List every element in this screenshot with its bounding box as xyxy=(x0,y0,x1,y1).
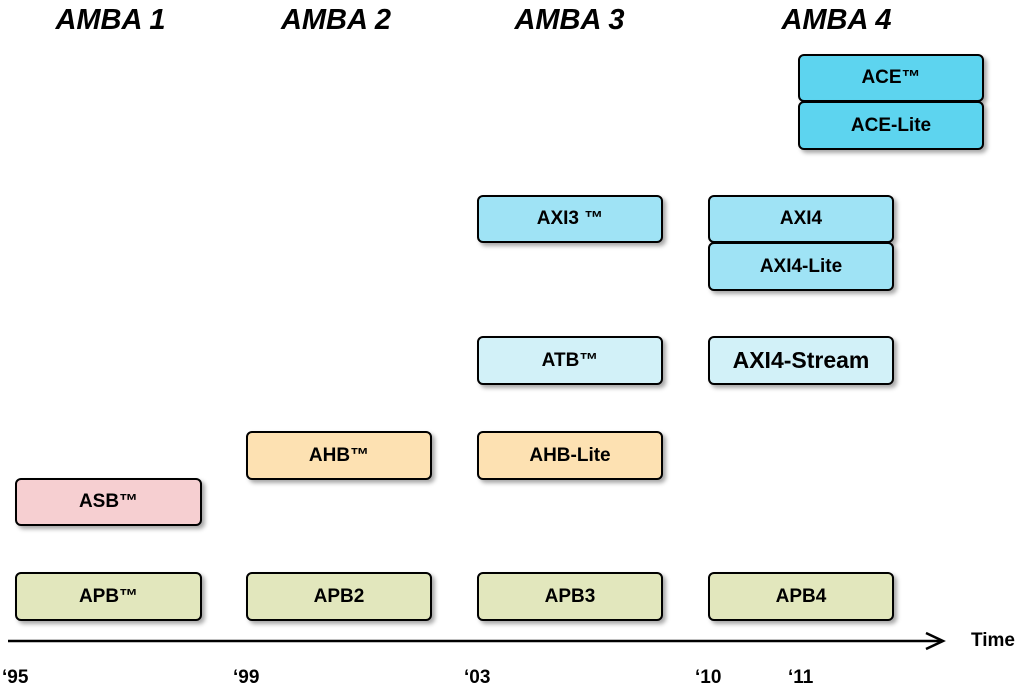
ace-lite-box: ACE-Lite xyxy=(798,101,984,150)
axi4-box: AXI4 xyxy=(708,195,894,243)
asb-box: ASB™ xyxy=(15,478,202,526)
time-axis-arrowhead xyxy=(925,631,946,651)
axi4-stream-box: AXI4-Stream xyxy=(708,336,894,385)
heading-amba-3: AMBA 3 xyxy=(514,4,625,36)
apb-box: APB™ xyxy=(15,572,202,621)
heading-amba-4: AMBA 4 xyxy=(781,4,892,36)
axi4-lite-box: AXI4-Lite xyxy=(708,242,894,291)
ahb-box: AHB™ xyxy=(246,431,432,480)
ace-box: ACE™ xyxy=(798,54,984,102)
year-label-99: ‘99 xyxy=(233,667,260,688)
ahb-lite-box: AHB-Lite xyxy=(477,431,663,480)
year-label-11: ‘11 xyxy=(788,667,814,688)
heading-amba-1: AMBA 1 xyxy=(55,4,166,36)
apb4-box: APB4 xyxy=(708,572,894,621)
apb3-box: APB3 xyxy=(477,572,663,621)
year-label-95: ‘95 xyxy=(2,667,29,688)
apb2-box: APB2 xyxy=(246,572,432,621)
time-axis-label: Time xyxy=(971,630,1016,651)
year-label-03: ‘03 xyxy=(464,667,491,688)
year-label-10: ‘10 xyxy=(695,667,722,688)
heading-amba-2: AMBA 2 xyxy=(280,4,392,36)
atb-box: ATB™ xyxy=(477,336,663,385)
axi3-box: AXI3 ™ xyxy=(477,195,663,243)
